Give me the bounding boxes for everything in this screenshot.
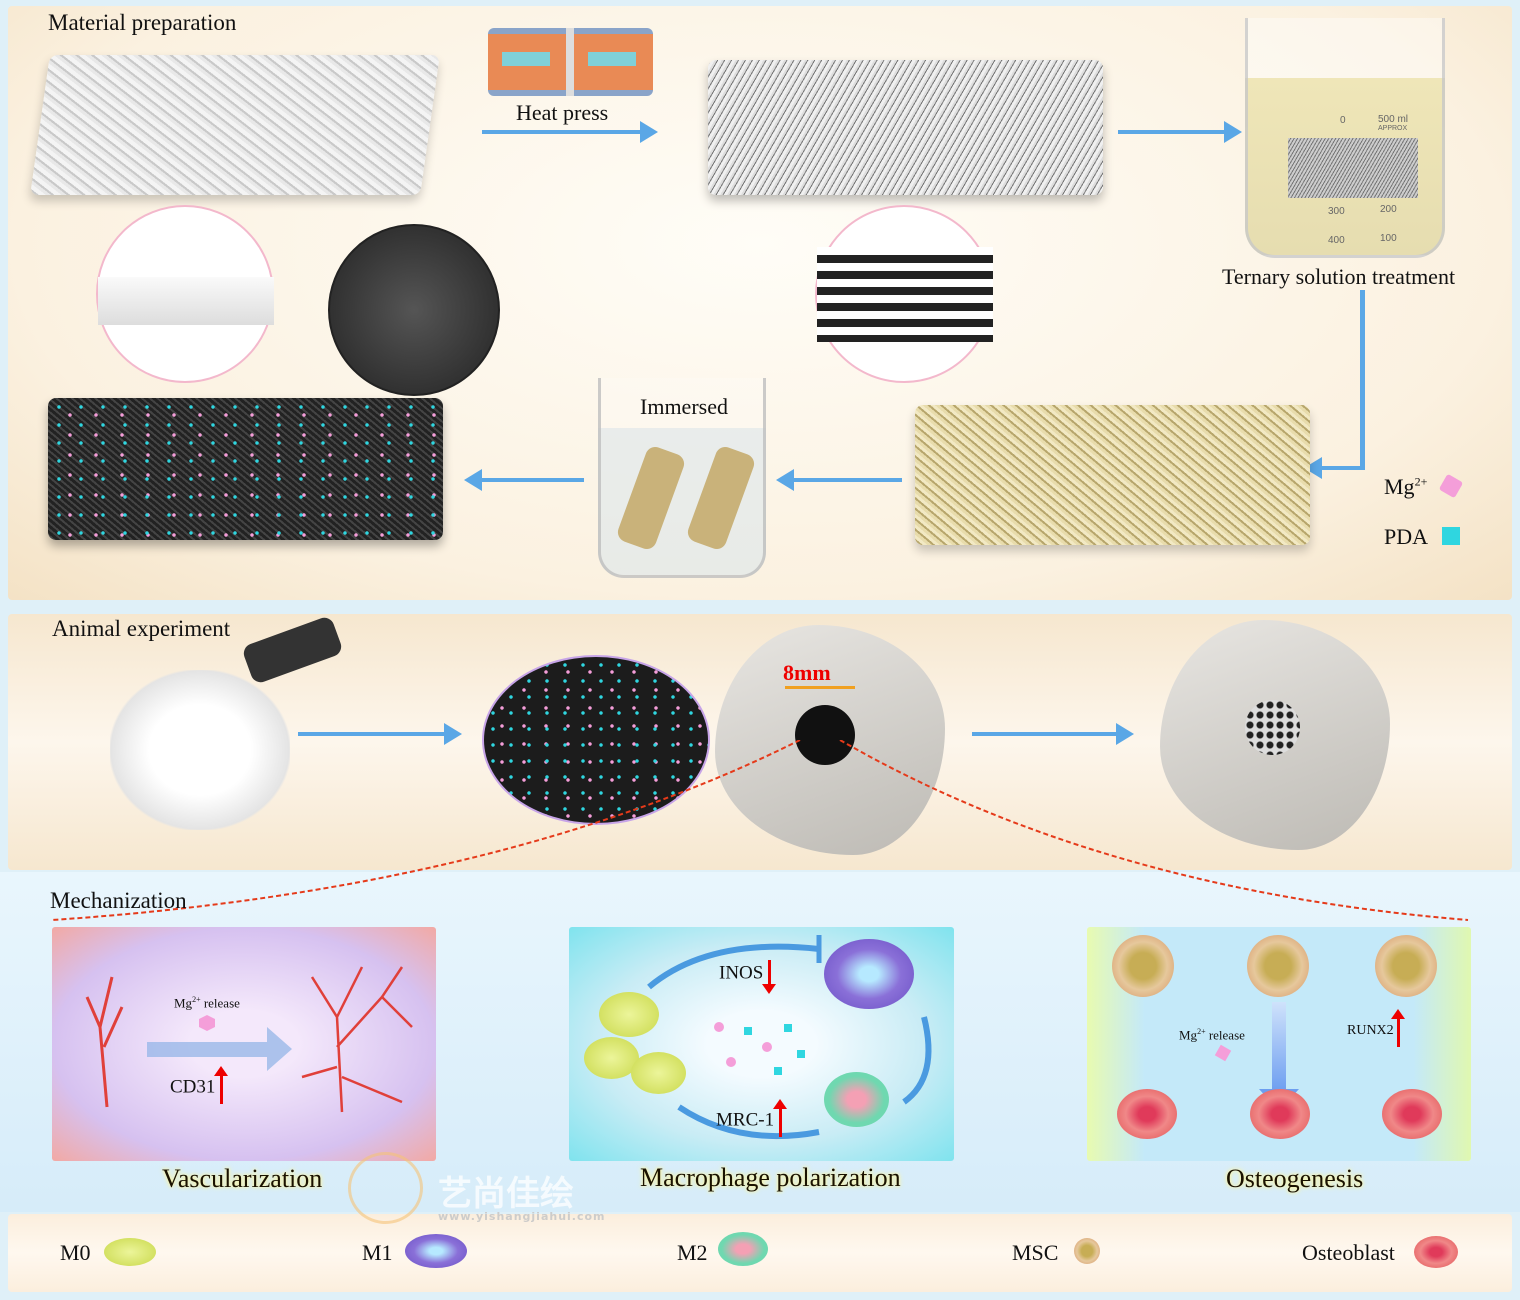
ternary-label: Ternary solution treatment [1222, 264, 1456, 289]
arrow-to-healed [972, 723, 1134, 745]
arrow-to-coated-mat [1304, 457, 1364, 479]
mrc1-label: MRC-1 [716, 1099, 787, 1137]
differentiation-arrow [1272, 1002, 1286, 1092]
mg-release-label: Mg2+ release [174, 995, 240, 1011]
macrophage-title: Macrophage polarization [640, 1163, 901, 1192]
arrow-down-ternary [1360, 290, 1365, 470]
legend-osteoblast: Osteoblast [1302, 1240, 1395, 1265]
sem-zoom-circle [328, 224, 500, 396]
inos-label: INOS [719, 960, 777, 994]
m0-cell [599, 992, 659, 1037]
section-title-mechanization: Mechanization [50, 888, 187, 913]
fiber-mat-with-tubes [30, 55, 440, 195]
defect-size-label: 8mm [783, 660, 831, 685]
dimension-line [785, 686, 855, 689]
up-arrow-icon [214, 1066, 229, 1104]
msc-cell [1247, 935, 1309, 997]
osteoblast-cell [1382, 1089, 1442, 1139]
beaker-mark-400: 400 [1328, 235, 1345, 246]
arrow-to-immersed [776, 469, 902, 491]
implant-zoom-circle [482, 655, 710, 825]
watermark-url: www.yishangjiahui.com [438, 1210, 606, 1223]
section-title-animal: Animal experiment [52, 616, 231, 641]
beaker-immersed [598, 378, 766, 578]
pda-coated-fiber-mat [915, 405, 1310, 545]
beaker-mark-500ml: 500 ml [1378, 114, 1409, 125]
m2-cell [824, 1072, 889, 1127]
mg-ion-legend: Mg2+ [1384, 474, 1428, 499]
zoom-circle-pressed-cross-section [815, 205, 993, 383]
down-arrow-icon [762, 960, 777, 994]
macrophage-box: INOS MRC-1 [569, 927, 954, 1161]
msc-icon [1074, 1238, 1100, 1264]
m1-cell [824, 939, 914, 1009]
final-loaded-fiber-mat [48, 398, 443, 540]
m1-icon [405, 1234, 467, 1268]
msc-cell [1375, 935, 1437, 997]
beaker-ternary-solution: 0 500 ml APPROX 200 100 300 400 [1245, 18, 1445, 258]
arrow-to-final-mat [464, 469, 584, 491]
legend-m0: M0 [60, 1240, 91, 1265]
arrow-to-ternary [1118, 121, 1242, 143]
osteoblast-cell [1250, 1089, 1310, 1139]
rat-illustration [110, 670, 290, 830]
pda-legend: PDA [1384, 524, 1429, 549]
immersed-label: Immersed [640, 394, 728, 419]
legend-msc: MSC [1012, 1240, 1059, 1265]
up-arrow-icon [1391, 1009, 1406, 1047]
cd31-label: CD31 [170, 1066, 229, 1104]
skull-healed [1160, 620, 1390, 850]
legend-m2: M2 [677, 1240, 708, 1265]
watermark-name: 艺尚佳绘 [438, 1174, 574, 1214]
blood-vessel-icons [85, 966, 413, 1113]
watermark-logo [348, 1152, 423, 1224]
arrow-to-implant [298, 723, 462, 745]
osteoblast-cell [1117, 1089, 1177, 1139]
m0-icon [104, 1238, 156, 1266]
beaker-mark-300: 300 [1328, 206, 1345, 217]
heat-press-icon [488, 28, 653, 96]
arrow-heat-press [482, 121, 658, 143]
osteoblast-icon [1414, 1236, 1458, 1268]
m0-cell [584, 1037, 639, 1079]
skull-with-implant [715, 625, 945, 855]
runx2-label: RUNX2 [1347, 1009, 1406, 1047]
msc-cell [1112, 935, 1174, 997]
heat-press-label: Heat press [516, 100, 609, 125]
osteogenesis-box: Mg2+ release RUNX2 [1087, 927, 1471, 1161]
section-title-material: Material preparation [48, 10, 237, 35]
mg-release-label: Mg2+ release [1179, 1027, 1245, 1043]
zoom-circle-loose-cross-section [96, 205, 274, 383]
polarization-arrows [647, 935, 932, 1140]
m2-icon [718, 1232, 768, 1266]
mg-ion-icon [1214, 1044, 1232, 1062]
beaker-mark-100: 100 [1380, 233, 1397, 244]
pda-icon [1442, 527, 1460, 545]
m0-cell [631, 1052, 686, 1094]
osteogenesis-title: Osteogenesis [1226, 1164, 1364, 1193]
beaker-mark-200: 200 [1380, 204, 1397, 215]
beaker-mark-0: 0 [1340, 115, 1346, 126]
up-arrow-icon [772, 1099, 787, 1137]
beaker-mark-approx: APPROX [1378, 125, 1408, 132]
legend-m1: M1 [362, 1240, 393, 1265]
pressed-fiber-mat [708, 60, 1103, 195]
vascularization-box: Mg2+ release CD31 [52, 927, 436, 1161]
vascularization-title: Vascularization [162, 1164, 323, 1193]
zoom-dashed-lines [51, 740, 1469, 921]
